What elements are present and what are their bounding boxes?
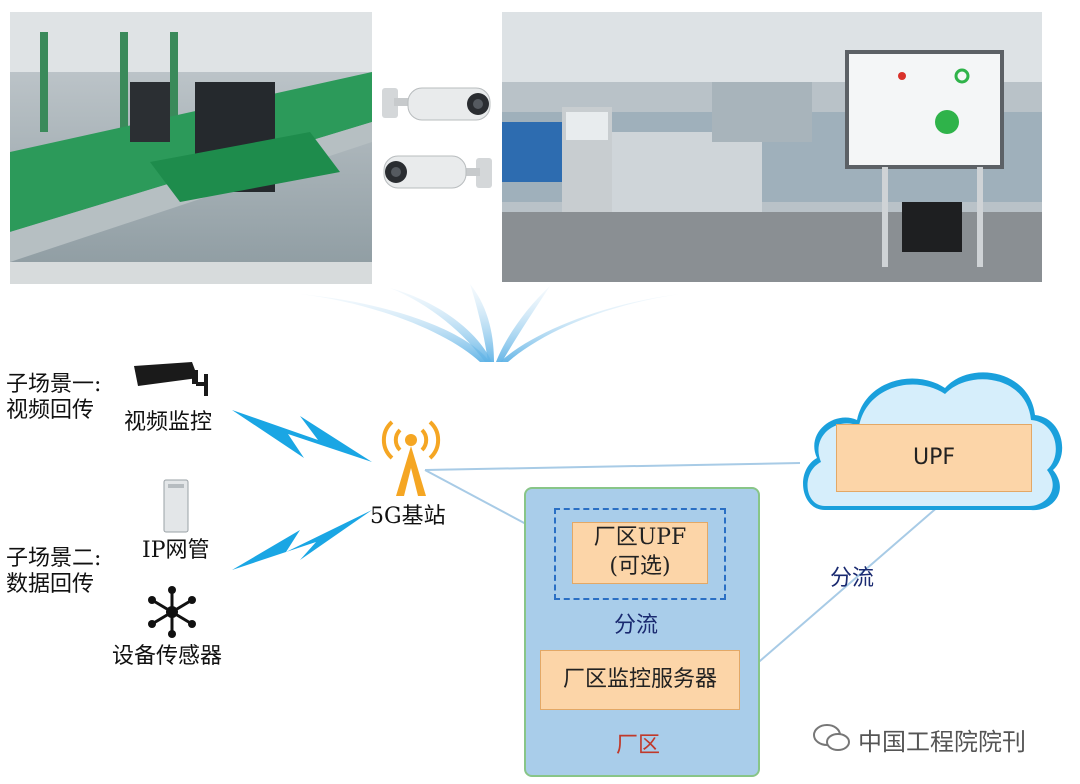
factory-monitor-server-label: 厂区监控服务器 [562, 666, 717, 692]
factory-upf-box: 厂区UPF (可选) [572, 522, 708, 584]
scene1-title-line1: 子场景一: [6, 372, 102, 397]
factory-upf-dashed-frame [554, 508, 726, 600]
factory-floor-photo [502, 12, 1042, 282]
lightning-bolt-video [232, 410, 372, 462]
server-tower-icon [163, 479, 189, 533]
scene2-title-line2: 数据回传 [6, 572, 95, 597]
production-line-photo [10, 12, 372, 284]
base-station-label: 5G基站 [370, 504, 446, 529]
antenna-icon [381, 420, 441, 496]
cloud-split-label: 分流 [830, 566, 875, 591]
watermark-text: 中国工程院院刊 [858, 728, 1026, 756]
factory-split-label: 分流 [614, 613, 659, 638]
factory-upf-label: 厂区UPF [593, 525, 687, 551]
cloud-upf-box: UPF [836, 424, 1032, 492]
lightning-bolt-data [232, 510, 372, 570]
signal-fan [300, 284, 680, 362]
cloud-upf-label: UPF [912, 444, 956, 470]
device-sensor-label: 设备传感器 [112, 644, 223, 669]
factory-upf-optional: (可选) [609, 554, 671, 579]
cctv-cameras-photo [378, 78, 496, 220]
wechat-icon [813, 724, 850, 751]
factory-monitor-server-box: 厂区监控服务器 [540, 650, 740, 710]
ip-network-mgmt-label: IP网管 [142, 538, 210, 563]
surveillance-camera-icon [134, 362, 208, 396]
factory-zone-label: 厂区 [616, 733, 661, 758]
sensor-network-icon [148, 586, 196, 638]
scene1-title-line2: 视频回传 [6, 398, 95, 423]
video-monitor-label: 视频监控 [124, 410, 213, 435]
scene2-title-line1: 子场景二: [6, 546, 102, 571]
